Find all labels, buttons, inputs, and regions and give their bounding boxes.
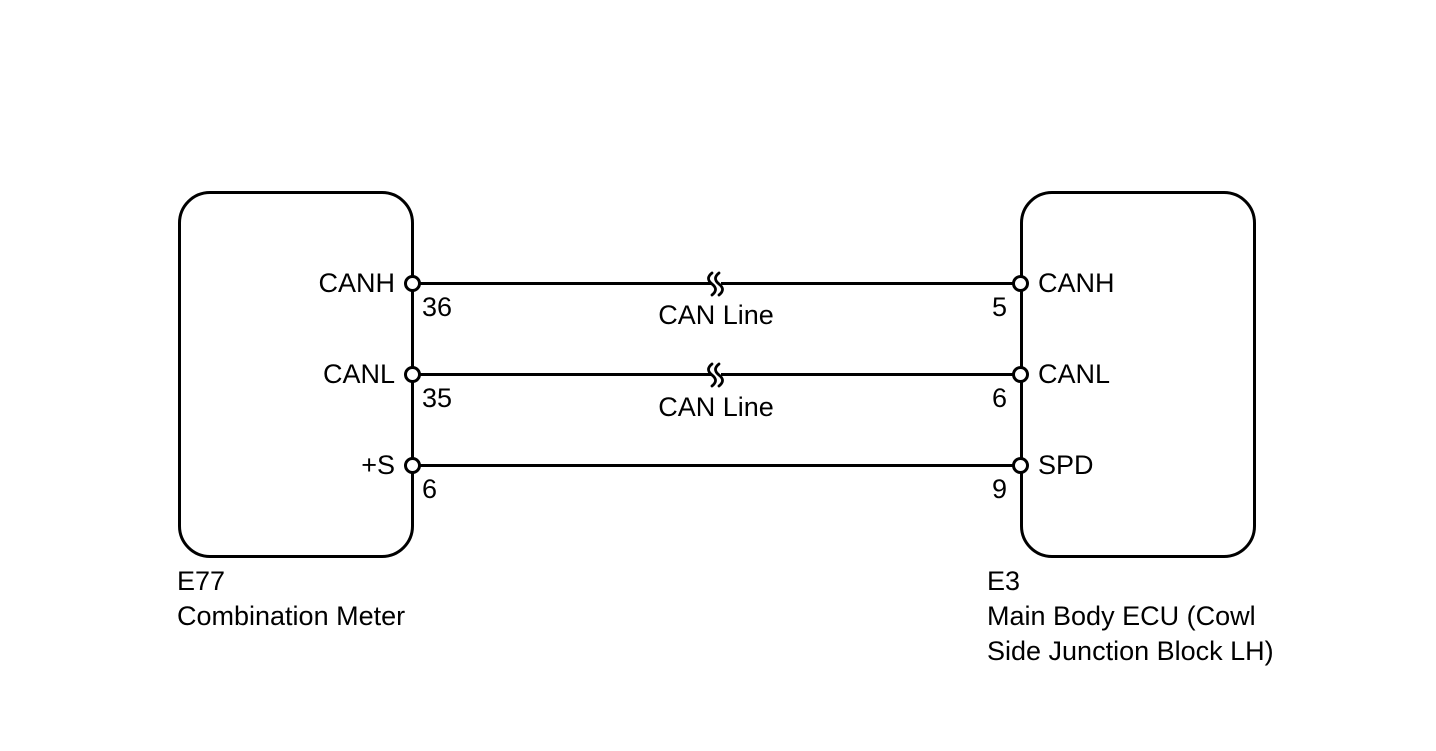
wire-label-can-line-2: CAN Line	[658, 392, 774, 422]
connector-name: Main Body ECU (Cowl	[987, 601, 1256, 631]
terminal-e77-36	[404, 275, 421, 292]
wire-break-icon	[707, 362, 724, 388]
connector-box-e77	[178, 191, 414, 558]
pin-number-e3-5: 5	[991, 292, 1007, 322]
connector-caption-e3: E3 Main Body ECU (Cowl Side Junction Blo…	[987, 564, 1274, 669]
connector-code: E3	[987, 566, 1021, 596]
connector-box-e3	[1020, 191, 1256, 558]
wire-label-can-line-1: CAN Line	[658, 300, 774, 330]
pin-number-e77-6: 6	[422, 474, 438, 504]
pin-label-e3-canl: CANL	[1038, 359, 1111, 389]
terminal-e3-9	[1012, 457, 1029, 474]
pin-label-e77-canh: CANH	[318, 268, 395, 298]
pin-number-e77-35: 35	[422, 383, 453, 413]
terminal-e77-6	[404, 457, 421, 474]
pin-number-e3-9: 9	[991, 474, 1007, 504]
pin-label-e77-plus-s: +S	[361, 450, 395, 480]
connector-code: E77	[177, 566, 226, 596]
terminal-e3-5	[1012, 275, 1029, 292]
pin-number-e77-36: 36	[422, 292, 453, 322]
wire-spd	[412, 464, 1021, 467]
pin-number-e3-6: 6	[991, 383, 1007, 413]
pin-label-e3-canh: CANH	[1038, 268, 1115, 298]
terminal-e77-35	[404, 366, 421, 383]
wire-break-icon	[707, 271, 724, 297]
pin-label-e3-spd: SPD	[1038, 450, 1094, 480]
connector-name: Side Junction Block LH)	[987, 636, 1274, 666]
terminal-e3-6	[1012, 366, 1029, 383]
connector-caption-e77: E77 Combination Meter	[177, 564, 405, 634]
connector-name: Combination Meter	[177, 601, 406, 631]
pin-label-e77-canl: CANL	[322, 359, 395, 389]
